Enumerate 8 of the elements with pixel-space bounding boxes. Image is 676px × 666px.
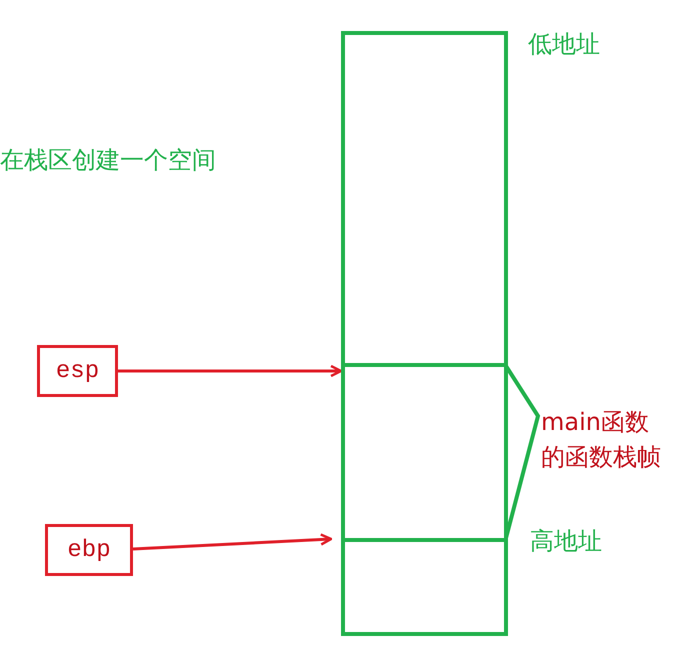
note-text: 在栈区创建一个空间 — [0, 145, 217, 176]
frame-label: main函数的函数栈帧 — [541, 407, 662, 473]
address-label: 低地址 — [528, 29, 601, 60]
address-label: 高地址 — [530, 526, 603, 557]
register-box: ebp — [45, 524, 133, 576]
arrow — [132, 533, 332, 550]
arrow — [118, 364, 342, 378]
register-box: esp — [37, 345, 118, 397]
